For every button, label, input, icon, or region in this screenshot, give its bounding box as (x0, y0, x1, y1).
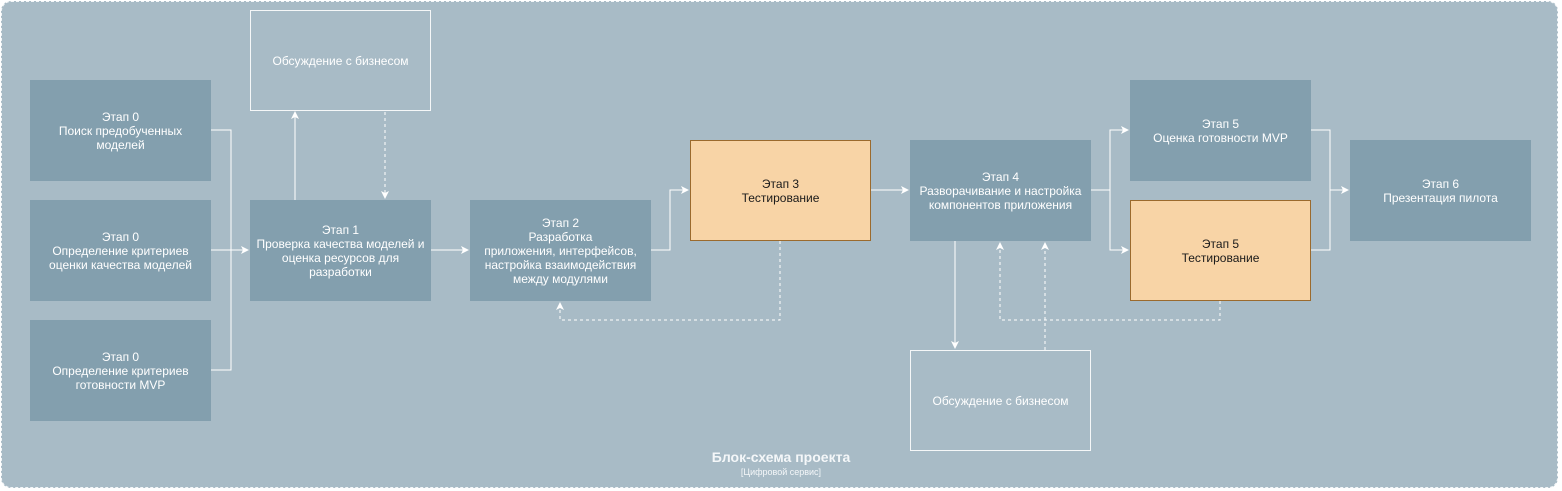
edge-stage5-mvp-to-stage6 (1311, 129, 1349, 194)
edge-stage0-search-to-stage1 (211, 129, 249, 254)
node-stage3: Этап 3 Тестирование (690, 140, 871, 241)
edge-stage5-test-to-stage6 (1311, 190, 1331, 251)
node-discuss-top: Обсуждение с бизнесом (250, 10, 431, 111)
edge-stage5-test-to-stage4-feedback (996, 242, 1221, 321)
diagram-title: Блок-схема проекта (711, 449, 851, 465)
node-stage0-quality: Этап 0 Определение критериев оценки каче… (30, 200, 211, 301)
edge-stage0-mvp-to-stage1 (211, 250, 232, 371)
node-stage1: Этап 1 Проверка качества моделей и оценк… (250, 200, 431, 301)
edge-stage4-to-stage5-mvp (1091, 126, 1129, 191)
node-discuss-bottom: Обсуждение с бизнесом (910, 350, 1091, 451)
node-stage5-test: Этап 5 Тестирование (1130, 200, 1311, 301)
node-stage5-mvp: Этап 5 Оценка готовности MVP (1130, 80, 1311, 181)
edge-stage4-to-stage5-test (1109, 190, 1129, 254)
edge-stage2-to-stage3 (651, 186, 689, 251)
node-stage2: Этап 2 Разработка приложения, интерфейсо… (470, 200, 651, 301)
diagram-subtitle: [Цифровой сервис] (740, 467, 822, 477)
node-stage0-mvp: Этап 0 Определение критериев готовности … (30, 320, 211, 421)
node-stage0-search: Этап 0 Поиск предобученных моделей (30, 80, 211, 181)
edge-stage3-to-stage2-feedback (556, 241, 781, 321)
node-stage4: Этап 4 Разворачивание и настройка компон… (910, 140, 1091, 241)
node-stage6: Этап 6 Презентация пилота (1350, 140, 1531, 241)
